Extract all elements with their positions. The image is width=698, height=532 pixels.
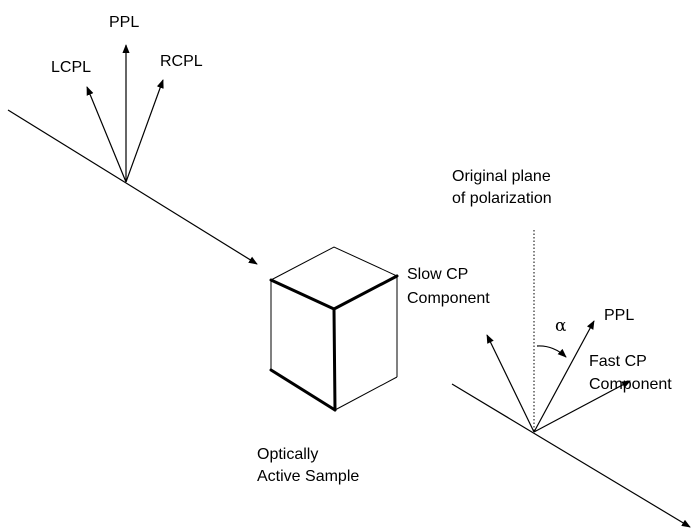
original-plane-label-line2: of polarization — [452, 190, 552, 207]
optically-active-sample-cube — [269, 246, 399, 412]
slow-cp-label-line1: Slow CP — [407, 266, 468, 283]
lcpl-label: LCPL — [51, 59, 91, 76]
sample-label-line1: Optically — [257, 446, 318, 463]
alpha-label: α — [555, 316, 567, 336]
rotated-ppl-label: PPL — [604, 307, 634, 324]
lcpl-vector-arrow — [86, 86, 127, 183]
outgoing-beam-line — [451, 383, 691, 528]
rcpl-label: RCPL — [160, 53, 203, 70]
fast-cp-label-line1: Fast CP — [589, 353, 647, 370]
left-cp-vector-arrow — [486, 334, 535, 433]
ppl-label: PPL — [109, 14, 139, 31]
alpha-rotation-arc-icon — [536, 345, 567, 358]
rotated-ppl-vector-arrow — [533, 320, 595, 433]
incoming-beam-line — [7, 109, 258, 265]
rcpl-vector-arrow — [125, 79, 164, 183]
sample-label-line2: Active Sample — [257, 468, 359, 485]
original-plane-label-line1: Original plane — [452, 168, 551, 185]
fast-cp-label-line2: Component — [589, 376, 672, 393]
fast-cp-vector-arrow — [533, 380, 631, 433]
slow-cp-label-line2: Component — [407, 290, 490, 307]
